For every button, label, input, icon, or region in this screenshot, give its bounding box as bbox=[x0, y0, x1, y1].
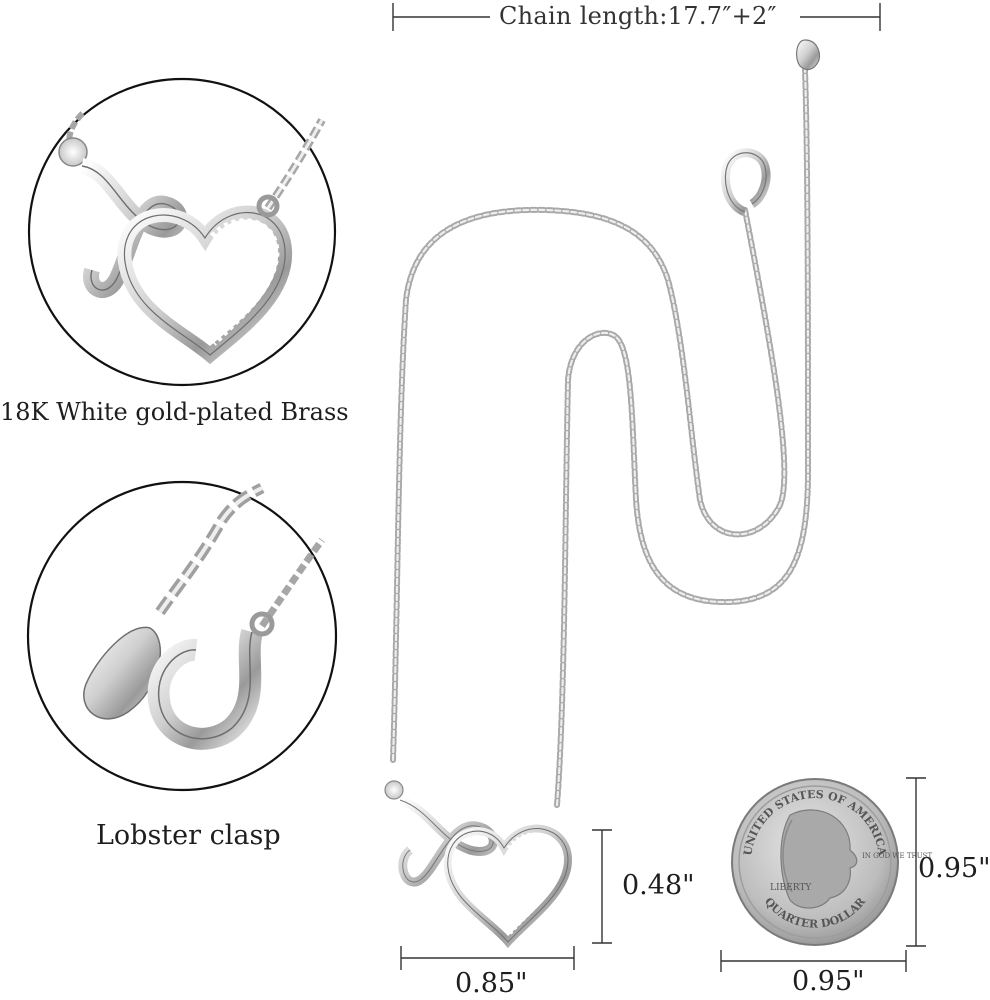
pendant-height-dimension bbox=[592, 829, 612, 944]
main-lobster-clasp bbox=[720, 148, 771, 217]
svg-text:UNITED STATES OF AMERICA: UNITED STATES OF AMERICA bbox=[741, 788, 889, 857]
pendant-closeup-circle bbox=[27, 77, 337, 387]
quarter-coin bbox=[731, 778, 899, 946]
pendant-width-dimension bbox=[400, 946, 575, 970]
coin-liberty-text: LIBERTY bbox=[770, 883, 812, 893]
coin-top-text: UNITED STATES OF AMERICA bbox=[741, 788, 889, 857]
coin-motto-text: IN GOD WE TRUST bbox=[862, 852, 932, 860]
pendant-width-label: 0.85" bbox=[455, 968, 528, 999]
pendant-height-label: 0.48" bbox=[622, 870, 695, 901]
coin-width-dimension bbox=[720, 950, 907, 972]
necklace-chain bbox=[390, 67, 812, 808]
coin-width-label: 0.95" bbox=[792, 966, 865, 997]
clasp-label: Lobster clasp bbox=[96, 820, 281, 851]
extender-tag bbox=[795, 39, 821, 71]
coin-height-dimension bbox=[906, 777, 926, 947]
clasp-closeup-circle bbox=[26, 480, 338, 792]
chain-length-dimension bbox=[392, 3, 881, 31]
material-label: 18K White gold-plated Brass bbox=[0, 398, 349, 426]
svg-text:QUARTER DOLLAR: QUARTER DOLLAR bbox=[762, 894, 869, 930]
coin-bottom-text: QUARTER DOLLAR bbox=[762, 894, 869, 930]
coin-height-label: 0.95" bbox=[918, 853, 990, 884]
chain-length-label: Chain length:17.7″+2″ bbox=[499, 2, 777, 30]
main-pendant bbox=[384, 780, 573, 949]
